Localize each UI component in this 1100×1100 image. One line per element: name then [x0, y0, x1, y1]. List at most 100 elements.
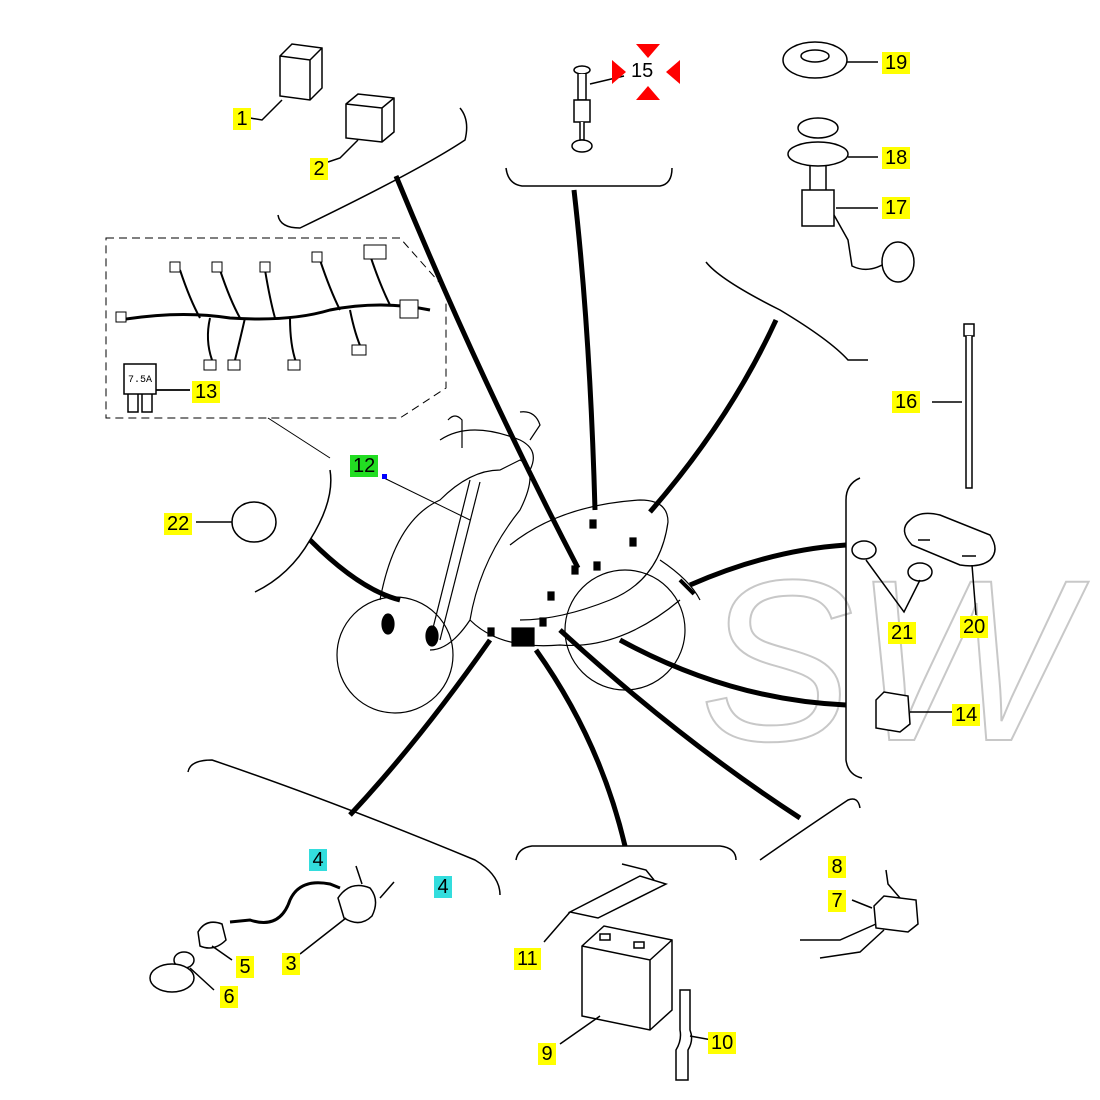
leader-lines — [308, 175, 847, 847]
panel-right — [845, 477, 863, 779]
harness-plug-9 — [287, 359, 301, 371]
part-label-15[interactable]: 15 — [628, 60, 657, 82]
harness-plug-8 — [227, 359, 241, 371]
part-label-8: 8 — [828, 856, 846, 878]
front-shield — [379, 459, 531, 651]
part-label-19: 19 — [882, 52, 911, 74]
part-label-22: 22 — [164, 513, 193, 535]
part-label-5: 5 — [236, 956, 254, 978]
front-fork-2 — [439, 481, 481, 641]
harness-branch-3 — [264, 269, 276, 319]
handle-right — [519, 411, 541, 441]
part-label-6: 6 — [220, 986, 238, 1008]
watermark-text: SW — [700, 532, 1089, 789]
marker-top — [636, 44, 660, 58]
leader-to-fuel-pump — [648, 318, 779, 514]
harness-connector-d — [539, 617, 547, 627]
harness-box-border — [105, 237, 447, 419]
harness-plug-5 — [363, 244, 387, 260]
rear-reflector — [678, 578, 696, 596]
ignition-coil-drawing — [149, 865, 395, 993]
part-label-12: 12 — [350, 455, 379, 477]
part-label-3: 3 — [282, 953, 300, 975]
harness-plug-3 — [259, 261, 271, 273]
battery-bracket-11-drawing — [543, 863, 669, 943]
harness-connector-g — [589, 519, 597, 529]
body-floor — [469, 599, 681, 647]
part-label-7: 7 — [828, 890, 846, 912]
harness-branch-7 — [234, 317, 246, 361]
bracket-20-drawing — [851, 512, 996, 616]
seat-body — [509, 499, 669, 621]
cable-tie-16-drawing — [932, 323, 975, 489]
part-label-18: 18 — [882, 147, 911, 169]
harness-block — [511, 627, 535, 647]
part-label-4-top: 4 — [309, 849, 327, 871]
leader-to-relays — [393, 175, 581, 570]
harness-plug-4 — [311, 251, 323, 263]
harness-connector-f — [629, 537, 637, 547]
harness-to-scooter-line — [267, 417, 331, 459]
cap-22-drawing — [196, 501, 277, 543]
harness-branch-9 — [349, 309, 363, 351]
part-label-17: 17 — [882, 197, 911, 219]
harness-connector-a — [571, 565, 579, 575]
rear-fender — [659, 559, 701, 601]
part-label-20: 20 — [960, 616, 989, 638]
relay-1-drawing — [249, 43, 323, 121]
harness-connector-c — [547, 591, 555, 601]
part-label-2: 2 — [310, 158, 328, 180]
handle-left — [447, 415, 463, 448]
part-label-13: 13 — [192, 381, 221, 403]
harness-plug-10 — [351, 344, 367, 356]
harness-branch-4 — [319, 259, 341, 311]
fuse-legs — [127, 394, 153, 413]
panel-bottom-center — [515, 845, 737, 861]
part-label-10: 10 — [708, 1032, 737, 1054]
leader-to-fuel-gauge — [571, 189, 598, 511]
relay-14-drawing — [875, 691, 956, 733]
harness-connector-e — [487, 627, 495, 637]
marker-bottom — [636, 86, 660, 100]
fuel-pump-drawing — [787, 117, 915, 283]
part-label-11: 11 — [514, 948, 541, 970]
leader-to-headlight — [308, 538, 401, 603]
harness-detail-box — [105, 237, 447, 459]
rear-wheel — [564, 569, 686, 691]
part-label-4-right: 4 — [434, 876, 452, 898]
harness-branch-1 — [179, 269, 201, 319]
front-light-left — [381, 613, 395, 635]
leader-to-relay14 — [618, 637, 847, 708]
leader-12 — [383, 477, 471, 521]
tube-10-drawing — [675, 989, 713, 1081]
panel-bottom-left — [187, 759, 501, 896]
handlebar — [439, 429, 534, 471]
front-wheel — [336, 596, 454, 714]
front-fork — [429, 479, 471, 641]
harness-plug-1 — [169, 261, 181, 273]
part-label-16: 16 — [892, 391, 921, 413]
leader-to-ignition — [348, 638, 493, 817]
harness-plug-6 — [115, 311, 127, 323]
relay-2-drawing — [327, 93, 395, 163]
harness-plug-7 — [203, 359, 217, 371]
marker-left — [612, 60, 626, 84]
panel-bottom-right — [759, 798, 861, 861]
harness-plug-11 — [399, 299, 419, 319]
part-label-9: 9 — [538, 1043, 556, 1065]
harness-branch-6 — [206, 317, 213, 361]
gasket-19-drawing — [782, 41, 878, 79]
leader-to-flashers — [688, 542, 847, 588]
panel-top-left — [277, 107, 468, 229]
harness-connector-b — [593, 561, 601, 571]
panel-top-center — [505, 167, 673, 187]
part-label-1: 1 — [233, 108, 251, 130]
panel-top-right — [705, 261, 868, 361]
fuse-rating: 7.5A — [128, 375, 152, 386]
fuel-sender-15-drawing — [571, 65, 625, 153]
part-label-14: 14 — [952, 704, 981, 726]
front-light-right — [425, 625, 439, 647]
harness-plug-2 — [211, 261, 223, 273]
